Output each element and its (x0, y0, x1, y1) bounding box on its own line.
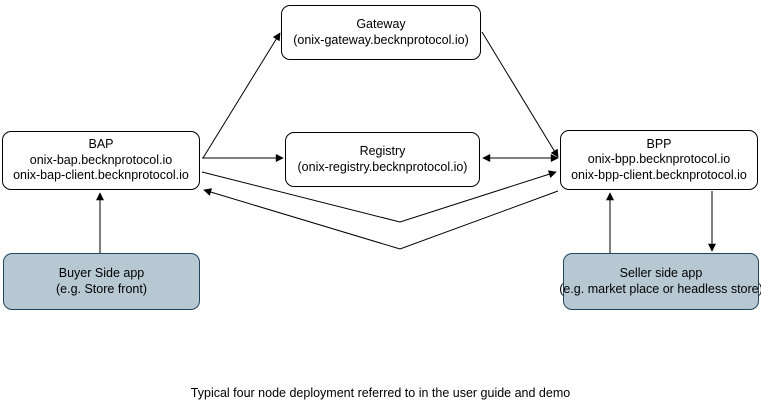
node-gateway-title: Gateway (356, 17, 406, 31)
node-bpp-domain: onix-bpp.becknprotocol.io (587, 152, 731, 167)
arrow-bpp-to-bap (203, 188, 559, 250)
node-gateway: Gateway (onix-gateway.becknprotocol.io) (281, 5, 481, 60)
node-seller-example: (e.g. market place or headless store) (559, 281, 761, 296)
node-seller-side-app: Seller side app (e.g. market place or he… (559, 253, 761, 310)
node-gateway-domain: (onix-gateway.becknprotocol.io) (293, 32, 469, 47)
arrow-gateway-to-bpp (481, 31, 559, 158)
node-registry-domain: (onix-registry.becknprotocol.io) (297, 159, 468, 174)
node-bap-client-domain: onix-bap-client.becknprotocol.io (13, 168, 189, 183)
node-buyer-side-app: Buyer Side app (e.g. Store front) (3, 253, 200, 310)
arrow-bap-to-gateway (202, 32, 281, 159)
node-bpp-title: BPP (646, 136, 672, 151)
diagram-caption: Typical four node deployment referred to… (190, 386, 571, 400)
node-registry-title: Registry (359, 144, 406, 158)
node-buyer-example: (e.g. Store front) (55, 281, 147, 296)
node-registry: Registry (onix-registry.becknprotocol.io… (285, 132, 480, 187)
node-buyer-title: Buyer Side app (58, 266, 145, 280)
node-bpp: BPP onix-bpp.becknprotocol.io onix-bpp-c… (560, 130, 758, 190)
node-bap-domain: onix-bap.becknprotocol.io (29, 152, 173, 167)
node-bap: BAP onix-bap.becknprotocol.io onix-bap-c… (2, 131, 200, 190)
node-bap-title: BAP (88, 137, 114, 152)
node-seller-title: Seller side app (619, 266, 703, 280)
node-bpp-client-domain: onix-bpp-client.becknprotocol.io (571, 167, 747, 182)
arrow-bap-to-bpp (201, 170, 557, 223)
